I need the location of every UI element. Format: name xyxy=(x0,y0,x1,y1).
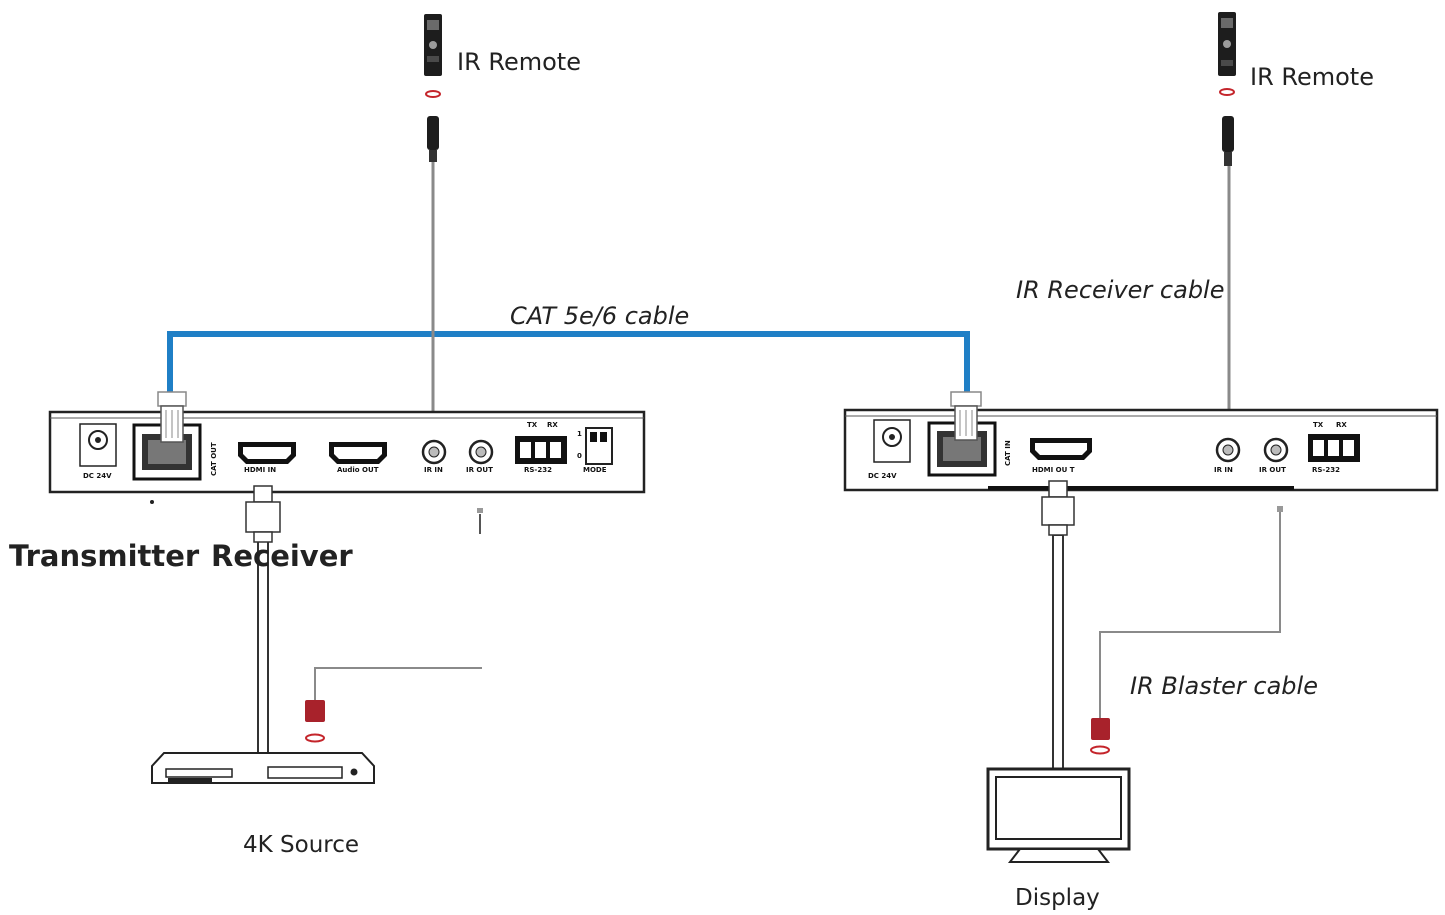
right-ir-blaster-cable xyxy=(1099,512,1281,718)
rx-ir-out-label: IR OUT xyxy=(1259,466,1286,474)
tx-mode-0-label: 0 xyxy=(577,452,582,460)
display-label: Display xyxy=(1015,885,1100,911)
rx-ir-out-port xyxy=(1263,437,1289,463)
rx-ir-out-stub xyxy=(1277,506,1283,512)
tx-hdmi-port xyxy=(238,442,296,464)
transmitter-device: DC 24V CAT OUT HDMI IN Audio OUT IR IN xyxy=(48,410,646,494)
tx-ir-blaster-stub xyxy=(477,508,483,534)
tx-ir-in-port xyxy=(421,439,447,465)
tx-dc-port xyxy=(79,423,117,467)
tx-rx-label: RX xyxy=(547,421,558,429)
tx-ir-in-label: IR IN xyxy=(424,466,443,474)
rx-ir-in-label: IR IN xyxy=(1214,466,1233,474)
transmitter-title: Transmitter xyxy=(9,539,200,573)
rj45-connector-icon-rx xyxy=(950,391,982,441)
tx-mode-switch xyxy=(585,427,613,465)
left-ir-blaster-cable xyxy=(314,667,482,700)
display-hdmi-cable xyxy=(1052,534,1064,771)
tx-dot xyxy=(150,500,154,504)
rx-rs232-port xyxy=(1308,434,1360,462)
tx-cat-label: CAT OUT xyxy=(210,442,218,476)
ir-receiver-eye-icon-right xyxy=(1222,116,1234,166)
tx-audio-label: Audio OUT xyxy=(337,466,379,474)
cat-cable-label: CAT 5e/6 cable xyxy=(510,302,689,330)
tx-ir-out-port xyxy=(468,439,494,465)
rx-rx-label: RX xyxy=(1336,421,1347,429)
monitor-icon xyxy=(986,767,1131,863)
ir-remote-icon-right xyxy=(1218,12,1236,96)
tx-mode-label: MODE xyxy=(583,466,607,474)
tx-dc-label: DC 24V xyxy=(83,472,112,480)
hdmi-plug-icon-tx xyxy=(245,485,281,543)
ir-remote-label-left: IR Remote xyxy=(457,48,581,76)
rx-rs232-label: RS-232 xyxy=(1312,466,1340,474)
ir-emitter-icon-source xyxy=(305,700,325,743)
tx-rs232-port xyxy=(515,436,567,464)
ir-emitter-icon-display xyxy=(1090,718,1110,755)
tx-audio-port xyxy=(329,442,387,464)
ir-blaster-cable-label: IR Blaster cable xyxy=(1130,672,1318,700)
rx-ir-in-port xyxy=(1215,437,1241,463)
ir-remote-icon-left xyxy=(424,14,442,98)
tx-tx-label: TX xyxy=(527,421,538,429)
rx-hdmi-port xyxy=(1030,438,1092,460)
tx-ir-out-label: IR OUT xyxy=(466,466,493,474)
ir-receiver-eye-icon-left xyxy=(427,116,439,162)
hdmi-plug-icon-rx xyxy=(1041,480,1075,536)
tx-rs232-label: RS-232 xyxy=(524,466,552,474)
source-label: 4K Source xyxy=(243,832,359,858)
receiver-device: DC 24V CAT IN HDMI OU T IR IN IR OUT TX … xyxy=(843,408,1439,492)
rx-cat-label: CAT IN xyxy=(1004,440,1012,466)
receiver-title: Receiver xyxy=(211,539,353,573)
rx-tx-label: TX xyxy=(1313,421,1324,429)
tx-mode-1-label: 1 xyxy=(577,430,582,438)
tx-hdmi-label: HDMI IN xyxy=(244,466,276,474)
rj45-connector-icon-tx xyxy=(157,391,187,443)
ir-receiver-cable-label: IR Receiver cable xyxy=(1016,276,1225,304)
rx-hdmi-label: HDMI OU T xyxy=(1032,466,1075,474)
cat-cable-line xyxy=(167,331,970,400)
ir-remote-label-right: IR Remote xyxy=(1250,63,1374,91)
media-player-icon xyxy=(151,752,375,784)
rx-dc-label: DC 24V xyxy=(868,472,897,480)
rx-dc-port xyxy=(873,419,911,463)
